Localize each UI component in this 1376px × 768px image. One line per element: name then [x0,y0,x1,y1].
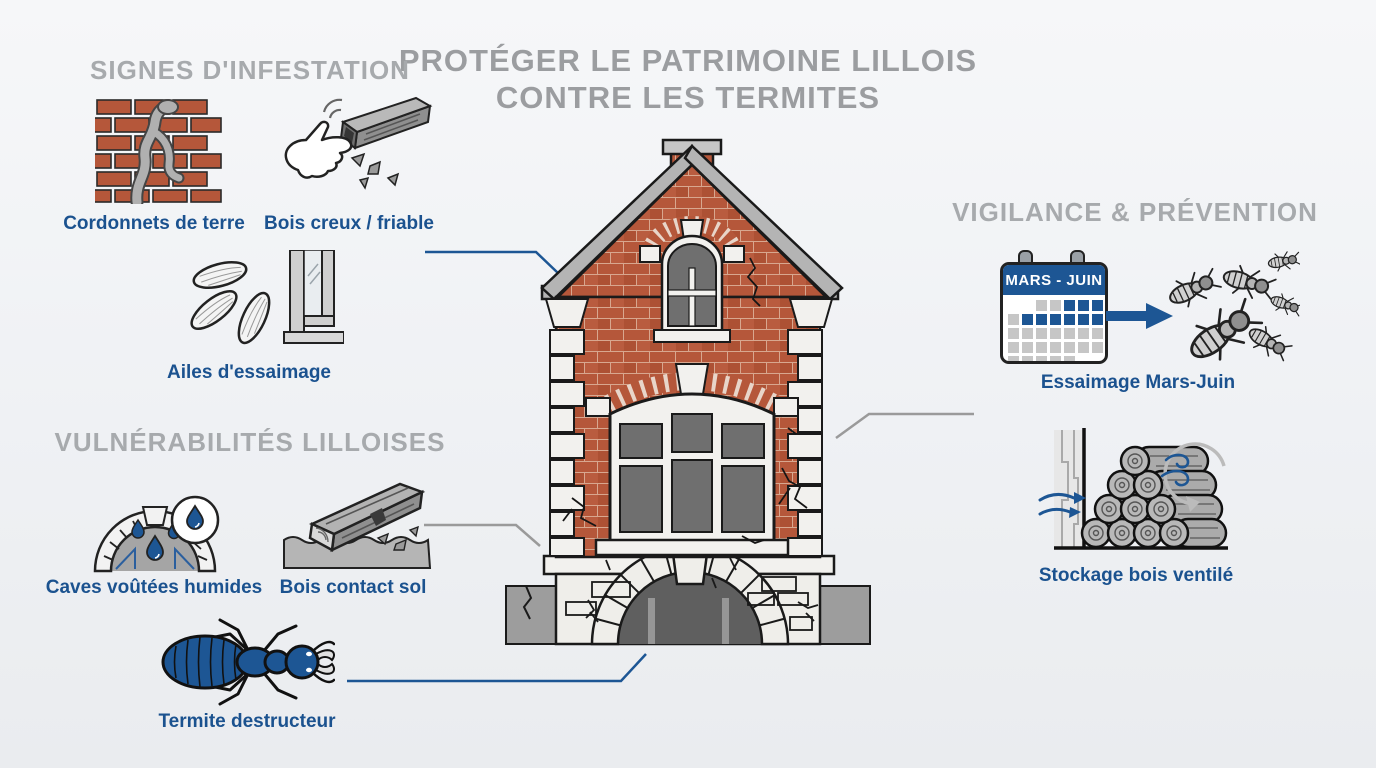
label-stockage-bois-ventile: Stockage bois ventilé [1038,565,1234,586]
calendar-icon: MARS - JUIN [1000,250,1108,364]
vaulted-cellar-damp-icon [93,495,220,573]
ventilated-log-stack-icon [1038,428,1228,550]
calendar-cell [1008,356,1019,361]
wings [190,261,271,345]
window-corner [283,250,344,344]
calendar-cell [1036,300,1047,311]
label-bois-contact-sol: Bois contact sol [279,577,427,598]
termite-icon [161,618,335,706]
calendar-cell [1064,342,1075,353]
label-essaimage-mars-juin: Essaimage Mars-Juin [1040,372,1236,393]
calendar-grid [1003,295,1105,361]
brick-house-illustration [505,138,871,646]
calendar-cell [1078,328,1089,339]
arrow-right-icon [1106,303,1173,329]
calendar-cell [1036,356,1047,361]
calendar-cell [1092,356,1103,361]
wall-cracks [562,257,808,544]
calendar-cell [1036,342,1047,353]
wood-ground-contact-icon [283,482,432,569]
calendar-header: MARS - JUIN [1003,265,1105,295]
calendar-cell [1092,328,1103,339]
calendar-cell [1008,314,1019,325]
calendar-cell [1050,300,1061,311]
house-foundation [542,544,836,646]
main-window [585,363,799,557]
calendar-cell [1050,342,1061,353]
label-termite-destructeur: Termite destructeur [158,711,336,732]
calendar-cell [1022,314,1033,325]
calendar-cell [1078,342,1089,353]
calendar-cell [1022,328,1033,339]
calendar-cell [1036,328,1047,339]
calendar-cell [1092,314,1103,325]
label-bois-creux-friable: Bois creux / friable [263,213,435,234]
calendar-cell [1064,314,1075,325]
label-ailes-essaimage: Ailes d'essaimage [167,362,331,383]
section-header-vulnerabilities: VULNÉRABILITÉS LILLOISES [54,427,446,457]
calendar-cell [1064,328,1075,339]
calendar-cell [1050,314,1061,325]
calendar-cell [1022,300,1033,311]
page-title: PROTÉGER LE PATRIMOINE LILLOIS CONTRE LE… [0,42,1376,116]
calendar-cell [1008,342,1019,353]
house-ground [505,585,871,645]
calendar-cell [1092,342,1103,353]
calendar-cell [1022,342,1033,353]
calendar-cell [1078,314,1089,325]
calendar-cell [1064,300,1075,311]
calendar-cell [1064,356,1075,361]
calendar-cell [1050,328,1061,339]
calendar-cell [1008,328,1019,339]
title-line-2: CONTRE LES TERMITES [495,80,881,115]
section-header-infestation: SIGNES D'INFESTATION [90,55,410,85]
calendar-cell [1078,300,1089,311]
label-cordonnets-de-terre: Cordonnets de terre [63,213,245,234]
calendar-cell [1008,300,1019,311]
calendar-body: MARS - JUIN [1000,262,1108,364]
title-line-1: PROTÉGER LE PATRIMOINE LILLOIS [398,43,978,78]
hand-tapping-wood-icon [284,96,433,190]
termite-swarm-icon [1165,249,1300,368]
gable-window [639,216,745,343]
label-caves-voutees-humides: Caves voûtées humides [45,577,263,598]
calendar-cell [1036,314,1047,325]
calendar-cell [1092,300,1103,311]
swarming-wings-window-icon [190,250,344,345]
section-header-vigilance: VIGILANCE & PRÉVENTION [952,197,1318,227]
house-quoins [544,298,834,557]
calendar-cell [1050,356,1061,361]
calendar-cell [1078,356,1089,361]
calendar-cell [1022,356,1033,361]
brick-wall-mud-tubes-icon [95,99,222,204]
